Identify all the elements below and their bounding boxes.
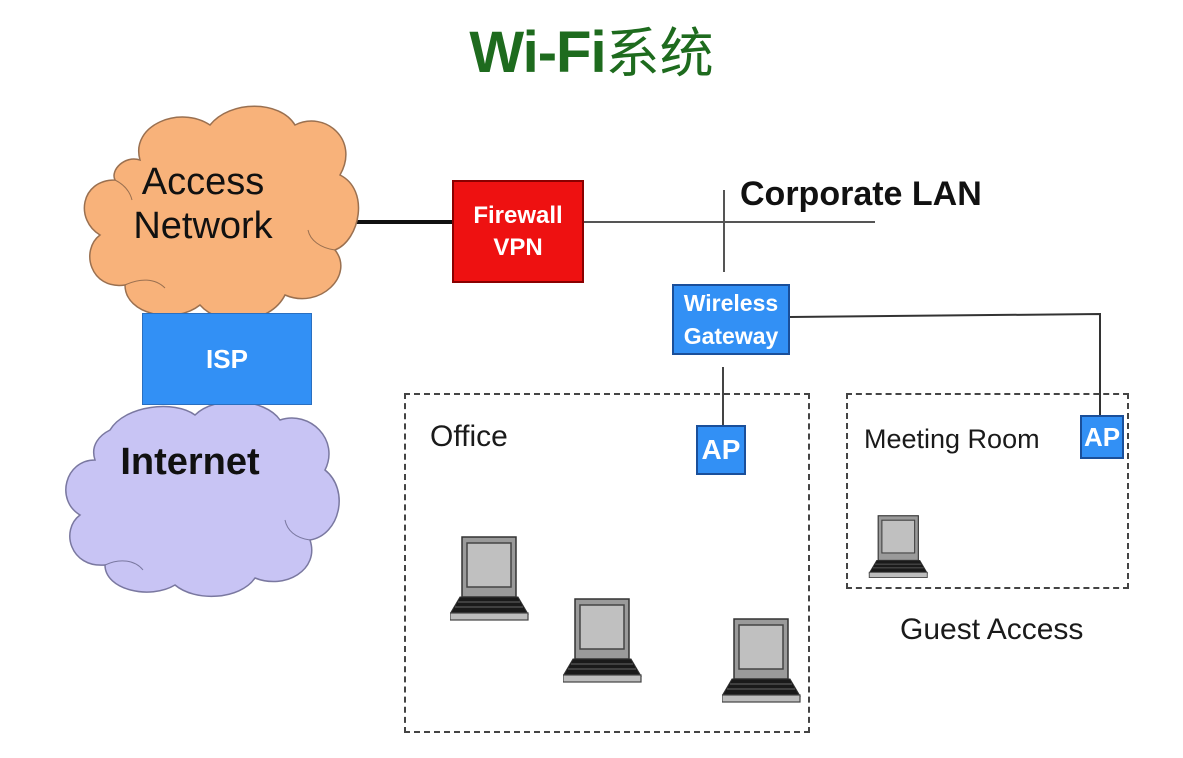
firewall-vpn-node: Firewall VPN [452,180,584,283]
office-ap-label: AP [701,434,741,465]
access-network-label: Access Network [98,160,308,248]
meeting-ap-label: AP [1083,421,1121,452]
laptop-icon [868,515,928,578]
internet-cloud-icon [65,400,340,597]
firewall-label: Firewall [473,201,563,229]
access-network-line2: Network [133,205,273,247]
vpn-label: VPN [493,233,543,261]
office-access-point: AP [696,425,746,475]
access-network-line1: Access [141,161,265,203]
laptop-icon [563,598,642,683]
office-label: Office [430,420,508,453]
access-network-cloud-icon [83,105,360,321]
meeting-room-access-point: AP [1080,415,1124,459]
internet-label: Internet [120,441,260,483]
diagram-title: Wi-Fi系统 [0,18,1183,89]
isp-label: ISP [206,343,248,374]
meeting-room-zone [846,393,1129,589]
wireless-gateway-node: Wireless Gateway [672,284,790,355]
laptop-icon [722,618,801,703]
wireless-gateway-line1: Wireless [683,289,779,316]
title-latin: Wi-Fi [469,20,606,85]
office-zone [404,393,810,733]
wireless-gateway-line2: Gateway [683,322,779,349]
laptop-icon [450,536,529,621]
isp-node: ISP [142,313,312,405]
meeting-room-label: Meeting Room [864,424,1040,454]
corporate-lan-label: Corporate LAN [740,175,982,213]
link-gateway-meeting-ap [789,312,1101,415]
title-cjk: 系统 [605,22,714,85]
guest-access-label: Guest Access [900,613,1084,646]
